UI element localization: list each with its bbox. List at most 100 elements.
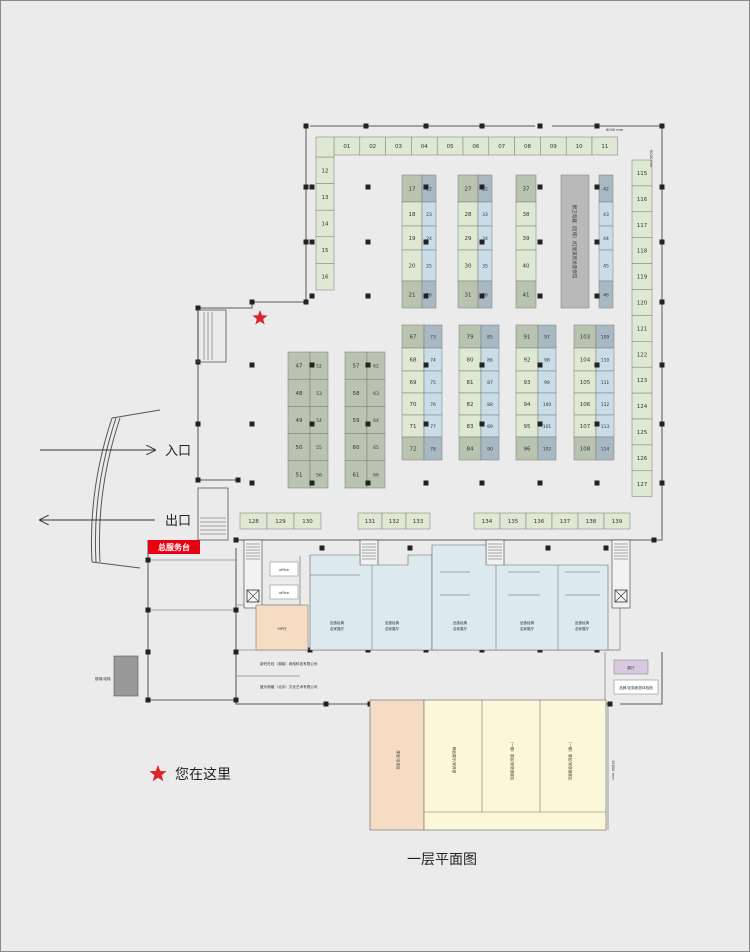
booth-36: 36	[477, 280, 493, 309]
svg-text:49: 49	[296, 418, 303, 424]
column	[303, 239, 309, 245]
booth-111: 111	[595, 370, 615, 394]
svg-text:75: 75	[430, 380, 436, 386]
svg-text:139: 139	[612, 519, 623, 525]
svg-text:104: 104	[580, 358, 591, 364]
booth-25: 25	[421, 249, 437, 282]
svg-text:120: 120	[637, 300, 648, 306]
column	[365, 362, 371, 368]
column	[659, 362, 665, 368]
booth-46: 46	[598, 280, 614, 309]
booth-135: 135	[499, 512, 527, 530]
column	[365, 239, 371, 245]
svg-text:27: 27	[465, 187, 472, 193]
svg-text:08: 08	[524, 144, 531, 150]
svg-text:37: 37	[523, 187, 530, 193]
booth-70: 70	[401, 392, 425, 416]
column	[365, 293, 371, 299]
column	[479, 293, 485, 299]
column	[594, 239, 600, 245]
booth-106: 106	[573, 392, 597, 416]
svg-text:28: 28	[465, 212, 472, 218]
svg-text:110: 110	[601, 358, 610, 364]
company-a-label: 新旺在线（湖南）网络科技有限公司	[260, 661, 318, 666]
booth-71: 71	[401, 414, 425, 438]
svg-text:24: 24	[426, 236, 432, 242]
svg-text:134: 134	[482, 519, 493, 525]
booth-10: 10	[565, 136, 593, 156]
booth-75: 75	[423, 370, 443, 394]
svg-text:116: 116	[637, 197, 648, 203]
legend-label: 您在这里	[175, 766, 231, 783]
svg-text:品牌/定制家居体验馆: 品牌/定制家居体验馆	[619, 685, 653, 690]
booth-85: 85	[480, 324, 500, 349]
booth-58: 58	[344, 378, 368, 407]
column	[423, 293, 429, 299]
svg-text:32: 32	[482, 187, 488, 193]
legend-star-icon	[149, 765, 167, 782]
hall-main-label: 精品展厅/家具馆	[452, 747, 457, 774]
column	[479, 362, 485, 368]
booth-33: 33	[477, 201, 493, 227]
svg-text:80: 80	[467, 358, 474, 364]
svg-text:43: 43	[603, 212, 609, 218]
booth-87: 87	[480, 370, 500, 394]
booth-44: 44	[598, 225, 614, 251]
svg-text:17: 17	[409, 187, 416, 193]
column	[365, 421, 371, 427]
svg-text:83: 83	[467, 424, 474, 430]
booth-61: 61	[344, 460, 368, 489]
column	[363, 123, 369, 129]
stair-core	[243, 539, 263, 609]
column	[235, 477, 241, 483]
svg-text:42: 42	[603, 187, 609, 193]
booth-109: 109	[595, 324, 615, 349]
svg-text:33: 33	[482, 212, 488, 218]
column	[659, 184, 665, 190]
office-a	[269, 561, 299, 577]
svg-text:118: 118	[637, 249, 648, 255]
booth-13: 13	[315, 183, 335, 211]
booth-137: 137	[551, 512, 579, 530]
svg-text:107: 107	[580, 424, 591, 430]
column	[659, 123, 665, 129]
svg-text:125: 125	[637, 430, 648, 436]
booth-139: 139	[603, 512, 631, 530]
svg-text:74: 74	[430, 358, 436, 364]
svg-text:82: 82	[467, 402, 474, 408]
booth-14: 14	[315, 209, 335, 238]
svg-text:39: 39	[523, 236, 530, 242]
column	[479, 421, 485, 427]
svg-text:57: 57	[353, 364, 360, 370]
column	[659, 480, 665, 486]
svg-text:131: 131	[365, 519, 376, 525]
svg-text:132: 132	[389, 519, 400, 525]
booth-98: 98	[537, 347, 557, 372]
booth-27: 27	[457, 174, 479, 203]
booth-19: 19	[401, 225, 423, 251]
column	[145, 697, 151, 703]
tea-room-label: 茶室/洽谈区	[396, 750, 401, 770]
booth-132: 132	[381, 512, 407, 530]
left-stairwell	[197, 309, 229, 541]
column	[407, 545, 413, 551]
booth-83: 83	[458, 414, 482, 438]
booth-	[315, 136, 335, 158]
svg-text:84: 84	[467, 447, 474, 453]
booth-18: 18	[401, 201, 423, 227]
svg-text:105: 105	[580, 380, 591, 386]
svg-text:44: 44	[603, 236, 609, 242]
booth-: 厨卫电器（区域）/红星美凯龙装修馆	[560, 174, 590, 309]
svg-text:品逸经典: 品逸经典	[385, 620, 400, 625]
svg-text:22: 22	[426, 187, 432, 193]
booth-114: 114	[595, 436, 615, 461]
svg-text:61: 61	[353, 472, 360, 478]
booth-123: 123	[631, 366, 653, 394]
column	[249, 299, 255, 305]
column	[594, 362, 600, 368]
svg-text:79: 79	[467, 335, 474, 341]
booth-127: 127	[631, 470, 653, 497]
equipment-room	[113, 655, 139, 697]
svg-text:129: 129	[275, 519, 286, 525]
svg-text:47: 47	[296, 364, 303, 370]
